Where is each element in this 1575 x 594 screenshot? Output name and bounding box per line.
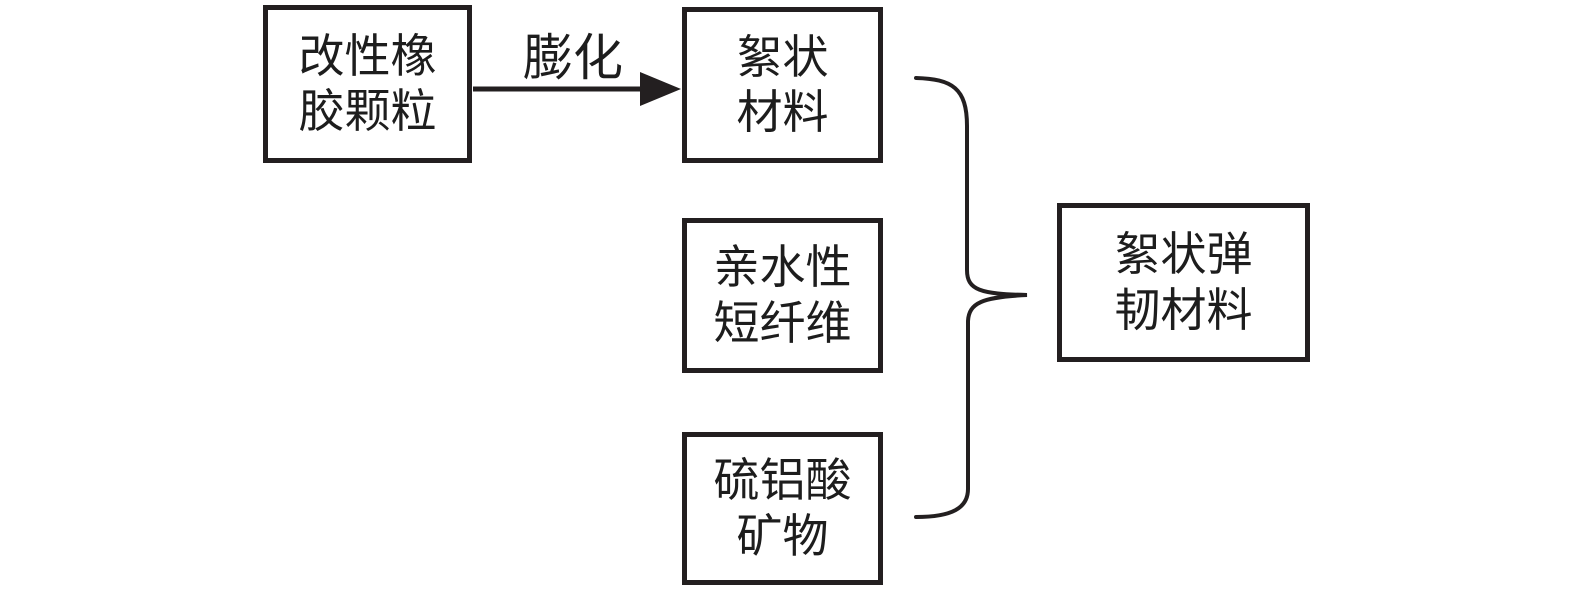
node-sulfoaluminate-mineral-line2: 矿物 bbox=[736, 510, 829, 562]
curly-brace bbox=[914, 76, 1028, 519]
node-flocculent-elastic-tough-material-line1: 絮状弹 bbox=[1114, 229, 1253, 281]
node-modified-rubber-particles-line1: 改性橡 bbox=[298, 30, 437, 82]
node-sulfoaluminate-mineral: 硫铝酸 矿物 bbox=[682, 432, 883, 585]
node-flocculent-material-line2: 材料 bbox=[736, 87, 829, 138]
node-hydrophilic-short-fiber-line2: 短纤维 bbox=[713, 297, 852, 349]
node-flocculent-material: 絮状 材料 bbox=[682, 7, 883, 163]
node-hydrophilic-short-fiber: 亲水性 短纤维 bbox=[682, 218, 883, 373]
node-flocculent-material-line1: 絮状 bbox=[736, 31, 829, 83]
expansion-arrow-label: 膨化 bbox=[523, 30, 623, 86]
node-modified-rubber-particles-line2: 胶颗粒 bbox=[298, 86, 437, 137]
node-modified-rubber-particles: 改性橡 胶颗粒 bbox=[263, 5, 472, 163]
node-hydrophilic-short-fiber-line1: 亲水性 bbox=[713, 242, 852, 294]
expansion-arrow-head-icon bbox=[640, 72, 681, 106]
node-sulfoaluminate-mineral-line1: 硫铝酸 bbox=[713, 455, 852, 507]
node-flocculent-elastic-tough-material: 絮状弹 韧材料 bbox=[1057, 203, 1310, 362]
node-flocculent-elastic-tough-material-line2: 韧材料 bbox=[1114, 284, 1253, 336]
